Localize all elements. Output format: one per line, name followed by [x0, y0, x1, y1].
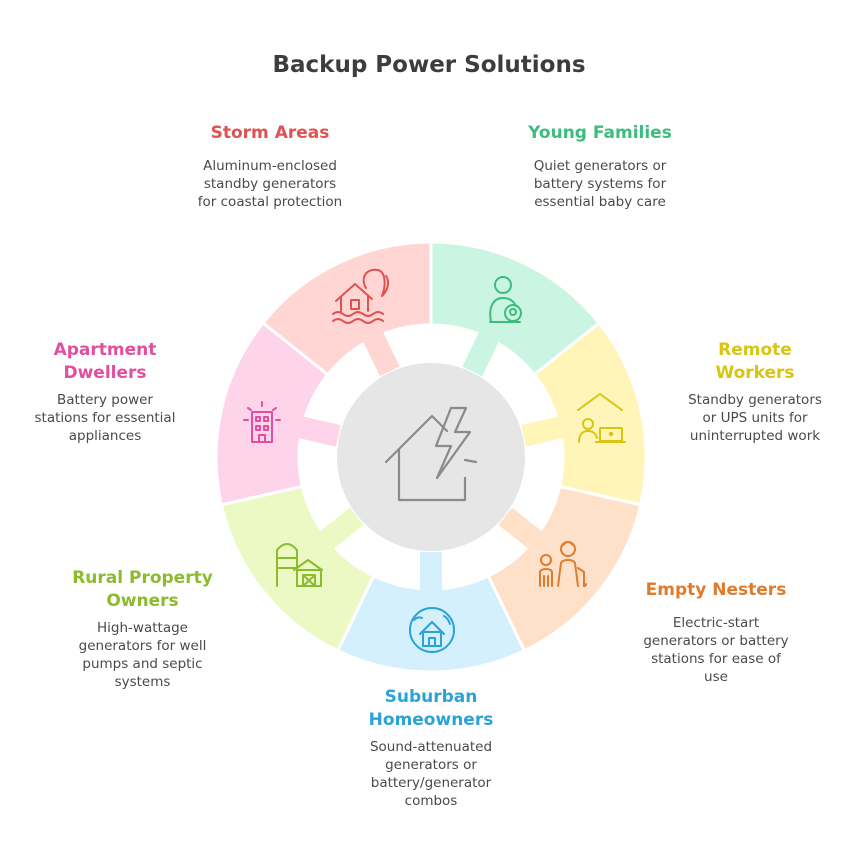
- rural-owners-title: Rural Property Owners: [72, 568, 213, 611]
- empty-nesters-desc: Electric-start generators or battery sta…: [643, 615, 789, 685]
- storm-areas-title: Storm Areas: [210, 123, 330, 143]
- diagram-title: Backup Power Solutions: [272, 52, 586, 78]
- elderly-couple-icon: [539, 541, 587, 587]
- connector-apartment: [295, 416, 341, 447]
- apartment-dwellers-block: Apartment Dwellers Battery power station…: [15, 339, 195, 445]
- connector-storm: [362, 329, 400, 377]
- home-office-icon: [577, 393, 626, 443]
- apartment-dwellers-title: Apartment Dwellers: [53, 340, 157, 383]
- suburban-homeowners-desc: Sound-attenuated generators or battery/g…: [369, 739, 493, 809]
- suburban-homeowners-block: Suburban Homeowners Sound-attenuated gen…: [331, 686, 531, 810]
- connector-young: [462, 329, 500, 377]
- young-families-desc: Quiet generators or battery systems for …: [533, 158, 667, 210]
- connector-suburban: [420, 552, 442, 593]
- flood-house-icon: [332, 268, 390, 324]
- apartment-dwellers-desc: Battery power stations for essential app…: [34, 392, 176, 444]
- suburban-house-icon: [409, 607, 455, 653]
- connector-rural: [317, 507, 364, 551]
- parent-child-icon: [489, 276, 522, 323]
- young-families-block: Young Families Quiet generators or batte…: [487, 122, 713, 211]
- empty-nesters-title: Empty Nesters: [645, 580, 787, 600]
- remote-workers-desc: Standby generators or UPS units for unin…: [688, 392, 822, 444]
- storm-areas-block: Storm Areas Aluminum-enclosed standby ge…: [160, 122, 380, 211]
- young-families-title: Young Families: [528, 123, 672, 143]
- barn-silo-icon: [276, 543, 323, 587]
- suburban-homeowners-title: Suburban Homeowners: [368, 687, 494, 730]
- center-hub: [337, 363, 525, 551]
- house-lightning-icon: [384, 406, 478, 502]
- remote-workers-title: Remote Workers: [715, 340, 795, 383]
- connector-remote: [521, 416, 567, 447]
- rural-owners-desc: High-wattage generators for well pumps a…: [78, 620, 207, 690]
- remote-workers-block: Remote Workers Standby generators or UPS…: [660, 339, 850, 445]
- apartment-building-icon: [243, 401, 281, 443]
- empty-nesters-block: Empty Nesters Electric-start generators …: [611, 579, 821, 686]
- storm-areas-desc: Aluminum-enclosed standby generators for…: [197, 158, 343, 210]
- connector-nesters: [498, 507, 545, 551]
- rural-owners-block: Rural Property Owners High-wattage gener…: [30, 567, 255, 691]
